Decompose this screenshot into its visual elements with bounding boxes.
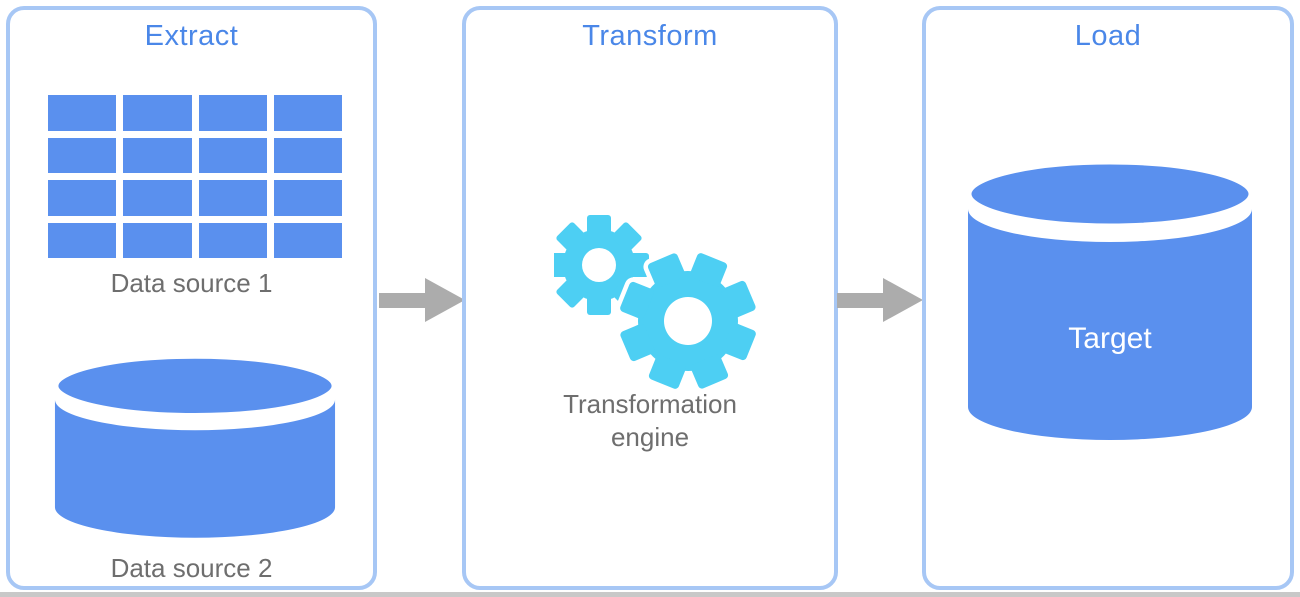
data-source-1-label: Data source 1 bbox=[110, 268, 273, 298]
transformation-engine-label: Transformation engine bbox=[466, 388, 834, 454]
arrow-shape bbox=[379, 278, 465, 322]
load-title: Load bbox=[1074, 20, 1142, 52]
table-cell bbox=[273, 180, 342, 216]
engine-label-line1: Transformation bbox=[563, 389, 737, 419]
arrow-right-icon bbox=[837, 278, 923, 322]
table-cell bbox=[198, 222, 267, 258]
extract-panel: Extract Data source 1 Data bbox=[6, 6, 377, 590]
bottom-divider bbox=[0, 592, 1300, 597]
gear-large bbox=[620, 253, 756, 389]
cylinder-shape bbox=[965, 158, 1255, 440]
table-cell bbox=[198, 137, 267, 173]
table-cell bbox=[48, 180, 117, 216]
load-panel: Load Target bbox=[922, 6, 1294, 590]
table-cell bbox=[198, 95, 267, 131]
table-cell bbox=[198, 180, 267, 216]
engine-label-line2: engine bbox=[610, 422, 690, 452]
arrow-shape bbox=[837, 278, 923, 322]
table-cell bbox=[48, 137, 117, 173]
table-cell bbox=[48, 222, 117, 258]
transform-panel: Transform bbox=[462, 6, 838, 590]
data-source-2-label: Data source 2 bbox=[110, 553, 273, 583]
table-cell bbox=[273, 95, 342, 131]
extract-title: Extract bbox=[144, 20, 239, 52]
target-label: Target bbox=[1068, 322, 1152, 355]
database-cylinder-icon bbox=[52, 352, 338, 538]
table-cell bbox=[48, 95, 117, 131]
table-cell bbox=[123, 137, 192, 173]
gear-small bbox=[554, 215, 649, 315]
table-cell bbox=[123, 180, 192, 216]
database-cylinder-icon bbox=[965, 158, 1255, 440]
transform-title: Transform bbox=[582, 20, 718, 52]
table-cell bbox=[123, 222, 192, 258]
cylinder-shape bbox=[52, 352, 338, 538]
table-cell bbox=[273, 222, 342, 258]
table-grid-icon bbox=[48, 95, 342, 258]
arrow-right-icon bbox=[379, 278, 465, 322]
gears-icon bbox=[554, 215, 761, 394]
table-cell bbox=[123, 95, 192, 131]
table-cell bbox=[273, 137, 342, 173]
